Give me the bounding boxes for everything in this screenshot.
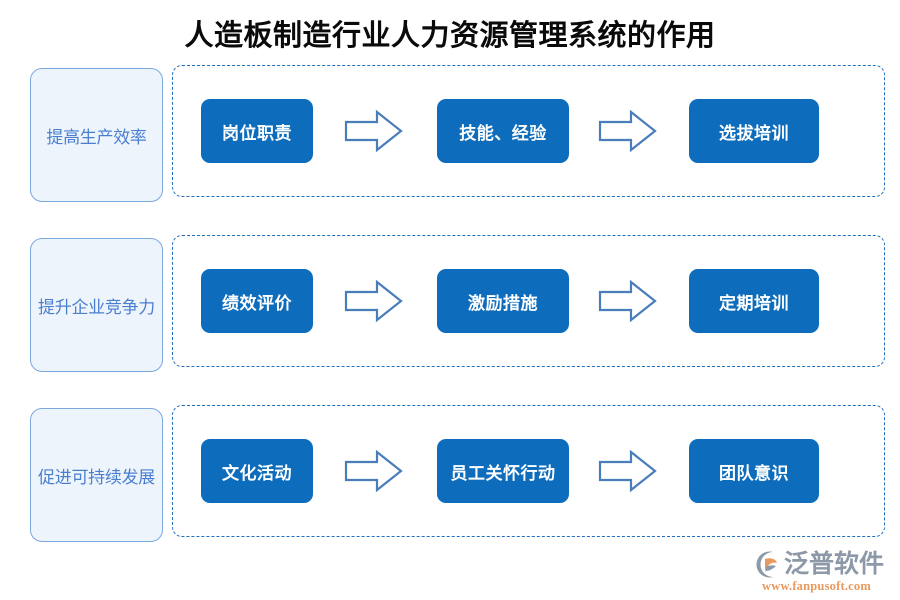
- flow-node[interactable]: 员工关怀行动: [437, 439, 569, 503]
- flow-group-container: 文化活动 员工关怀行动 团队意识: [172, 405, 885, 537]
- logo-url-text: www.fanpusoft.com: [762, 579, 871, 593]
- flow-node-label: 技能、经验: [459, 123, 547, 143]
- flow-node-label: 文化活动: [222, 463, 292, 483]
- arrow-right-icon: [597, 108, 659, 154]
- flow-node[interactable]: 团队意识: [689, 439, 819, 503]
- arrow-right-icon: [597, 448, 659, 494]
- flow-node[interactable]: 技能、经验: [437, 99, 569, 163]
- flow-node[interactable]: 选拔培训: [689, 99, 819, 163]
- flow-strip: 文化活动 员工关怀行动 团队意识: [173, 406, 884, 536]
- row-label-box: 促进可持续发展: [30, 408, 163, 542]
- row-label-text: 促进可持续发展: [38, 467, 155, 487]
- flow-row: 促进可持续发展 文化活动 员工关怀行动: [0, 405, 900, 545]
- flow-node-label: 激励措施: [468, 293, 538, 313]
- flow-node-label: 定期培训: [719, 293, 789, 313]
- page-title: 人造板制造行业人力资源管理系统的作用: [184, 20, 716, 52]
- arrow-right-icon: [343, 448, 405, 494]
- row-label-box: 提升企业竞争力: [30, 238, 163, 372]
- flow-node-label: 团队意识: [719, 463, 789, 483]
- arrow-right-icon: [597, 278, 659, 324]
- flow-node[interactable]: 岗位职责: [201, 99, 313, 163]
- row-label-box: 提高生产效率: [30, 68, 163, 202]
- flow-node-label: 岗位职责: [222, 123, 292, 143]
- arrow-right-icon: [343, 278, 405, 324]
- arrow-right-icon: [343, 108, 405, 154]
- flow-group-container: 岗位职责 技能、经验 选拔培训: [172, 65, 885, 197]
- row-label-text: 提升企业竞争力: [38, 297, 155, 317]
- flow-node[interactable]: 激励措施: [437, 269, 569, 333]
- flow-node[interactable]: 文化活动: [201, 439, 313, 503]
- row-label-text: 提高生产效率: [46, 127, 147, 147]
- flow-strip: 岗位职责 技能、经验 选拔培训: [173, 66, 884, 196]
- flow-node-label: 选拔培训: [719, 123, 789, 143]
- logo-wordmark: 泛普软件: [784, 550, 885, 578]
- flow-node[interactable]: 绩效评价: [201, 269, 313, 333]
- logo-row: 泛普软件: [752, 550, 892, 579]
- flow-node-label: 绩效评价: [222, 293, 292, 313]
- flow-node-label: 员工关怀行动: [450, 463, 556, 483]
- flow-node[interactable]: 定期培训: [689, 269, 819, 333]
- brand-logo: 泛普软件 www.fanpusoft.com: [752, 550, 892, 594]
- flow-group-container: 绩效评价 激励措施 定期培训: [172, 235, 885, 367]
- fanpu-logo-icon: [752, 550, 782, 579]
- flow-strip: 绩效评价 激励措施 定期培训: [173, 236, 884, 366]
- flow-row: 提高生产效率 岗位职责 技能、经验: [0, 65, 900, 205]
- flow-row: 提升企业竞争力 绩效评价 激励措施: [0, 235, 900, 375]
